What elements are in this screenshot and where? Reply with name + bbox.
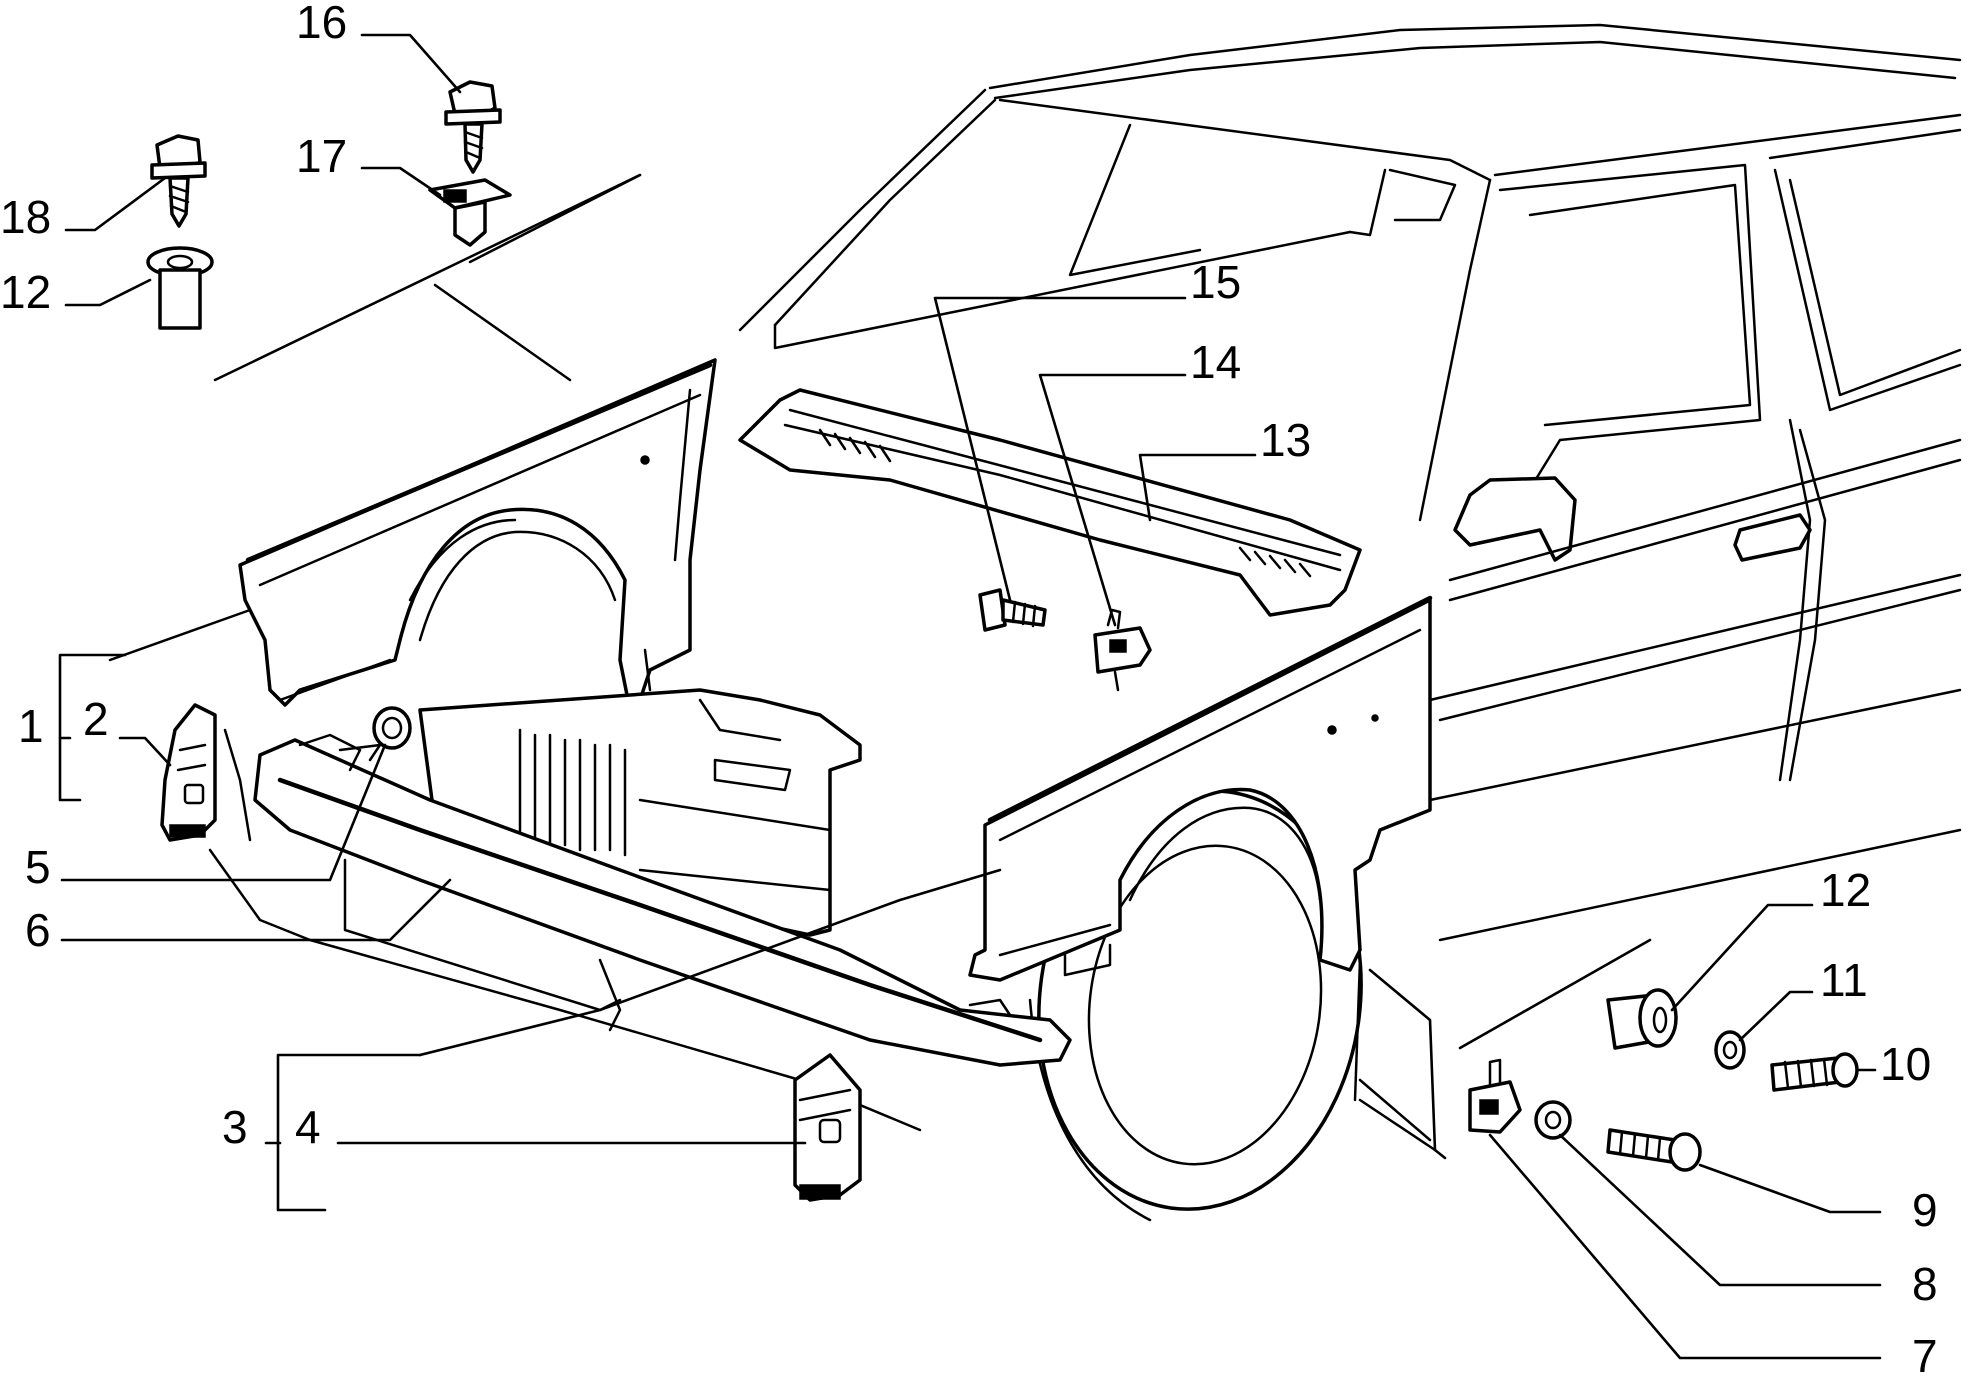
- callout-11: 11: [1820, 954, 1868, 1006]
- nut-clip-part-7: [1468, 1058, 1522, 1134]
- callout-7: 7: [1912, 1330, 1938, 1376]
- flange-bolt-part-18: [150, 134, 207, 228]
- left-mounting-bracket: [160, 703, 217, 842]
- callout-2: 2: [83, 693, 109, 745]
- clip-part-14: [1093, 608, 1152, 692]
- screw-part-9: [1606, 1128, 1702, 1172]
- callout-15: 15: [1190, 256, 1241, 308]
- callout-8: 8: [1912, 1258, 1938, 1310]
- nut-clip-part-17: [428, 178, 512, 247]
- screw-part-10: [1770, 1052, 1859, 1092]
- callout-12-top: 12: [0, 266, 51, 318]
- washer-part-8: [1534, 1100, 1572, 1140]
- expansion-nut-part-12-bottom: [1606, 988, 1678, 1050]
- callout-10: 10: [1880, 1038, 1931, 1090]
- left-front-fender: [238, 358, 717, 712]
- expansion-nut-part-12-top: [146, 246, 214, 330]
- callout-9: 9: [1912, 1184, 1938, 1236]
- right-front-fender: [968, 595, 1433, 982]
- callout-12-bottom: 12: [1820, 864, 1871, 916]
- leader-lines: [58, 33, 1882, 1360]
- front-bumper: [253, 733, 1072, 1067]
- washer-part-11: [1714, 1030, 1746, 1070]
- callout-13: 13: [1260, 414, 1311, 466]
- callout-6: 6: [25, 904, 51, 956]
- callout-3: 3: [222, 1101, 248, 1153]
- callout-14: 14: [1190, 336, 1241, 388]
- bolt-part-15: [978, 588, 1047, 632]
- callout-1: 1: [18, 700, 44, 752]
- grommet-part-5: [372, 706, 412, 750]
- callout-4: 4: [295, 1101, 321, 1153]
- callout-18: 18: [0, 191, 51, 243]
- flange-bolt-part-16: [444, 80, 502, 174]
- callout-17: 17: [296, 130, 347, 182]
- callout-16: 16: [296, 0, 347, 48]
- callout-5: 5: [25, 841, 51, 893]
- right-mounting-bracket: [793, 1053, 862, 1202]
- cowl-panel: [738, 388, 1362, 617]
